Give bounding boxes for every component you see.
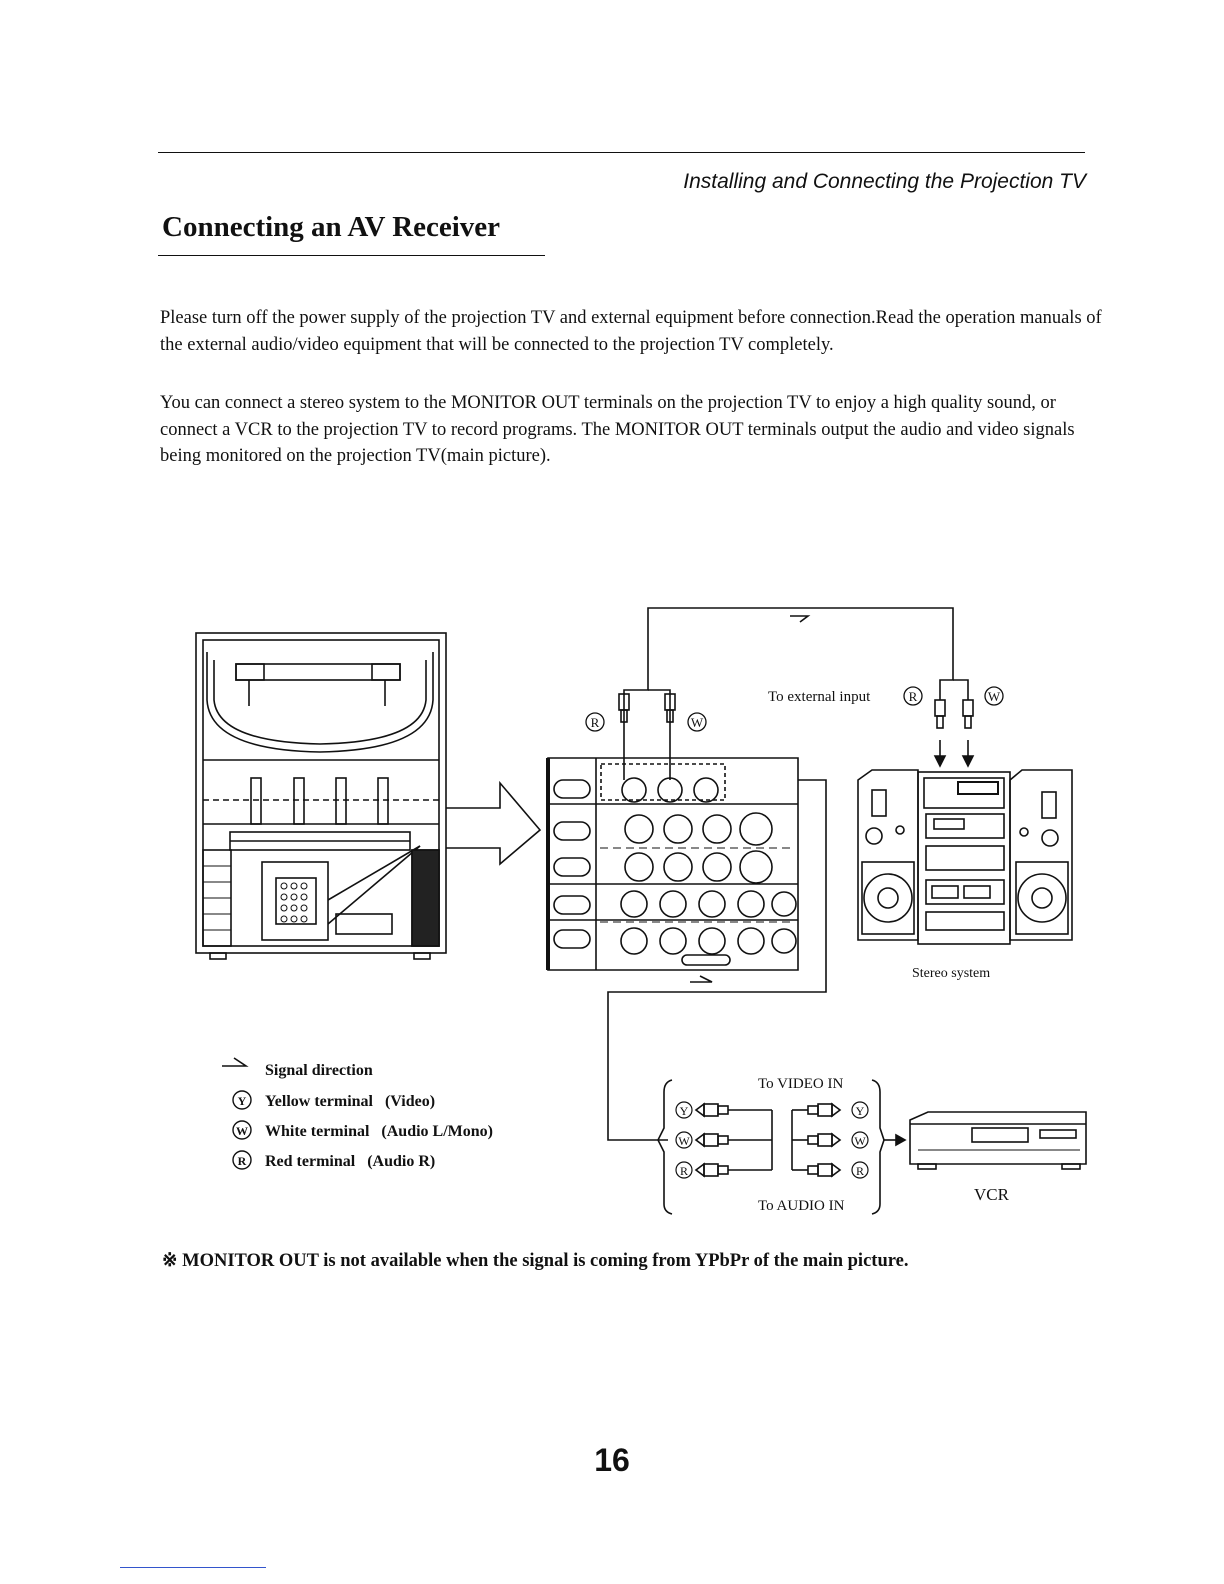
monitor-out-paragraph: You can connect a stereo system to the M… (160, 393, 1075, 466)
signal-direction-icon (222, 1057, 249, 1067)
stereo-system-illustration (857, 769, 1073, 945)
legend-red-terminal: Red terminal (Audio R) (265, 1153, 435, 1170)
monitor-out-note: ※ MONITOR OUT is not available when the … (162, 1251, 909, 1271)
header-rule (158, 152, 1085, 153)
red-terminal-mark: R (238, 1154, 247, 1168)
yellow-terminal-mark: Y (856, 1104, 865, 1118)
white-terminal-mark: W (988, 689, 1001, 704)
red-terminal-mark: R (856, 1164, 864, 1178)
yellow-terminal-mark: Y (238, 1094, 247, 1108)
projection-tv-rear-illustration (195, 632, 447, 960)
white-terminal-mark: W (236, 1124, 248, 1138)
vcr-illustration (909, 1111, 1087, 1170)
cable-to-stereo (623, 607, 954, 780)
signal-direction-icon (690, 975, 713, 983)
external-input-label: To external input (768, 689, 871, 705)
audio-in-label: To AUDIO IN (758, 1198, 845, 1214)
signal-direction-icon (790, 615, 811, 623)
vcr-label: VCR (974, 1185, 1010, 1204)
section-header: Installing and Connecting the Projection… (683, 170, 1086, 193)
legend-white-terminal: White terminal (Audio L/Mono) (265, 1123, 493, 1140)
intro-paragraph: Please turn off the power supply of the … (160, 308, 1102, 355)
page-number: 16 (594, 1442, 630, 1478)
cable-to-vcr (607, 779, 827, 1141)
tv-terminal-panel (546, 757, 799, 971)
white-terminal-mark: W (678, 1134, 690, 1148)
red-terminal-mark: R (680, 1164, 688, 1178)
footer-rule (120, 1567, 266, 1568)
legend-yellow-terminal: Yellow terminal (Video) (265, 1093, 435, 1110)
video-in-label: To VIDEO IN (758, 1076, 843, 1092)
title-underline (158, 255, 545, 256)
red-terminal-mark: R (909, 689, 918, 704)
white-terminal-mark: W (854, 1134, 866, 1148)
legend: Signal direction Y Yellow terminal (Vide… (232, 1062, 493, 1170)
stereo-system-label: Stereo system (912, 966, 990, 981)
vcr-input-plugs (694, 1102, 842, 1178)
page-title: Connecting an AV Receiver (162, 211, 501, 243)
arrow-right-icon (446, 780, 542, 866)
red-terminal-mark: R (591, 715, 600, 730)
legend-signal-direction: Signal direction (265, 1062, 373, 1079)
white-terminal-mark: W (691, 715, 704, 730)
yellow-terminal-mark: Y (680, 1104, 689, 1118)
